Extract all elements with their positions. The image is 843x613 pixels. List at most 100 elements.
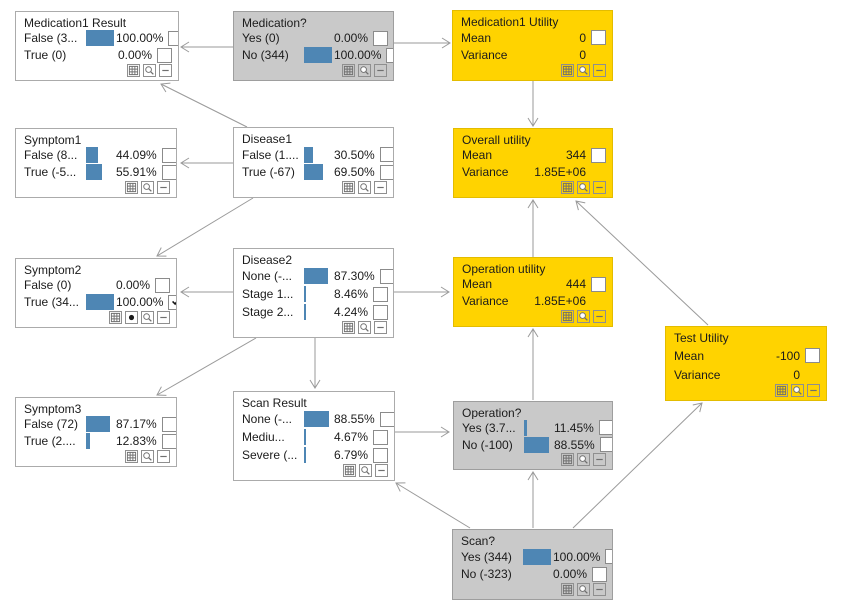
state-checkbox[interactable] xyxy=(598,420,612,436)
collapse-icon[interactable] xyxy=(593,310,606,323)
state-checkbox[interactable] xyxy=(161,164,176,180)
state-row: False (3...100.00% xyxy=(24,30,178,47)
table-icon[interactable] xyxy=(342,321,355,335)
node-checkbox[interactable] xyxy=(591,30,606,46)
collapse-icon[interactable] xyxy=(374,181,387,195)
magnifier-icon[interactable] xyxy=(577,310,590,323)
state-row: Stage 2...4.24% xyxy=(242,303,389,321)
evidence-dot-icon[interactable] xyxy=(125,311,138,324)
magnifier-icon[interactable] xyxy=(141,450,154,463)
node-checkbox[interactable] xyxy=(591,276,606,292)
state-checkbox[interactable] xyxy=(605,549,612,565)
table-icon[interactable] xyxy=(125,181,138,194)
state-checkbox[interactable] xyxy=(373,304,389,320)
magnifier-icon[interactable] xyxy=(577,181,590,194)
node-checkbox[interactable] xyxy=(591,147,606,163)
probability-bar xyxy=(86,164,116,181)
state-checkbox[interactable] xyxy=(161,416,176,432)
table-icon[interactable] xyxy=(343,464,356,478)
table-icon[interactable] xyxy=(127,64,140,77)
state-checkbox[interactable] xyxy=(373,447,389,463)
state-checkbox[interactable] xyxy=(373,286,389,302)
state-checkbox[interactable] xyxy=(386,47,393,63)
table-icon[interactable] xyxy=(125,450,138,463)
magnifier-icon[interactable] xyxy=(577,64,590,78)
magnifier-icon[interactable] xyxy=(577,583,590,597)
probability-bar xyxy=(304,146,334,163)
magnifier-icon[interactable] xyxy=(141,181,154,194)
table-icon[interactable] xyxy=(561,64,574,78)
state-checkbox[interactable] xyxy=(168,30,178,46)
table-icon[interactable] xyxy=(561,453,574,466)
collapse-icon[interactable] xyxy=(593,64,606,78)
probability-bar-fill xyxy=(304,47,332,64)
state-row: Stage 1...8.46% xyxy=(242,285,389,303)
collapse-icon[interactable] xyxy=(374,321,387,335)
magnifier-icon[interactable] xyxy=(577,453,590,466)
state-checkbox[interactable] xyxy=(379,268,393,284)
state-checkbox[interactable] xyxy=(379,411,394,427)
table-icon[interactable] xyxy=(109,311,122,324)
state-checkbox[interactable] xyxy=(373,429,389,445)
collapse-icon[interactable] xyxy=(157,450,170,463)
node-checkbox[interactable] xyxy=(805,348,820,364)
table-icon[interactable] xyxy=(561,181,574,194)
table-icon[interactable] xyxy=(775,384,788,397)
state-checkbox[interactable] xyxy=(379,147,393,163)
table-icon[interactable] xyxy=(342,64,355,77)
state-checkbox-checked[interactable] xyxy=(168,294,176,310)
collapse-icon[interactable] xyxy=(157,311,170,324)
probability-bar-fill xyxy=(86,30,114,47)
node-title: Medication1 Utility xyxy=(461,15,559,29)
checkbox-spacer xyxy=(591,294,606,309)
node-medication-q[interactable]: Medication?Yes (0)0.00%No (344)100.00% xyxy=(233,11,394,81)
magnifier-icon[interactable] xyxy=(358,181,371,195)
magnifier-icon[interactable] xyxy=(791,384,804,397)
node-toolbar xyxy=(24,311,170,325)
collapse-icon[interactable] xyxy=(159,64,172,77)
magnifier-icon[interactable] xyxy=(358,64,371,77)
collapse-icon[interactable] xyxy=(807,384,820,397)
collapse-icon[interactable] xyxy=(593,453,606,466)
collapse-icon[interactable] xyxy=(374,64,387,77)
state-checkbox[interactable] xyxy=(373,30,389,46)
table-icon[interactable] xyxy=(342,181,355,195)
collapse-icon[interactable] xyxy=(157,181,170,194)
magnifier-icon[interactable] xyxy=(143,64,156,77)
collapse-icon[interactable] xyxy=(593,181,606,194)
table-icon[interactable] xyxy=(561,310,574,323)
state-checkbox[interactable] xyxy=(592,566,608,582)
table-icon[interactable] xyxy=(561,583,574,597)
probability-bar xyxy=(86,433,116,450)
state-checkbox[interactable] xyxy=(161,147,176,163)
collapse-icon[interactable] xyxy=(593,583,606,597)
state-checkbox[interactable] xyxy=(599,437,612,453)
magnifier-icon[interactable] xyxy=(141,311,154,324)
collapse-icon[interactable] xyxy=(375,464,388,478)
state-label: No (344) xyxy=(242,48,289,63)
probability-bar xyxy=(304,30,334,46)
magnifier-icon[interactable] xyxy=(359,464,372,478)
state-label: Yes (344) xyxy=(461,549,512,564)
state-checkbox[interactable] xyxy=(161,433,176,449)
state-checkbox[interactable] xyxy=(157,47,172,63)
state-checkbox[interactable] xyxy=(155,277,171,293)
node-scan-q[interactable]: Scan?Yes (344)100.00%No (-323)0.00% xyxy=(452,529,613,600)
state-checkbox[interactable] xyxy=(379,164,393,180)
magnifier-icon[interactable] xyxy=(358,321,371,335)
node-operation-q[interactable]: Operation?Yes (3.7...11.45%No (-100)88.5… xyxy=(453,401,613,470)
node-toolbar xyxy=(461,583,606,597)
